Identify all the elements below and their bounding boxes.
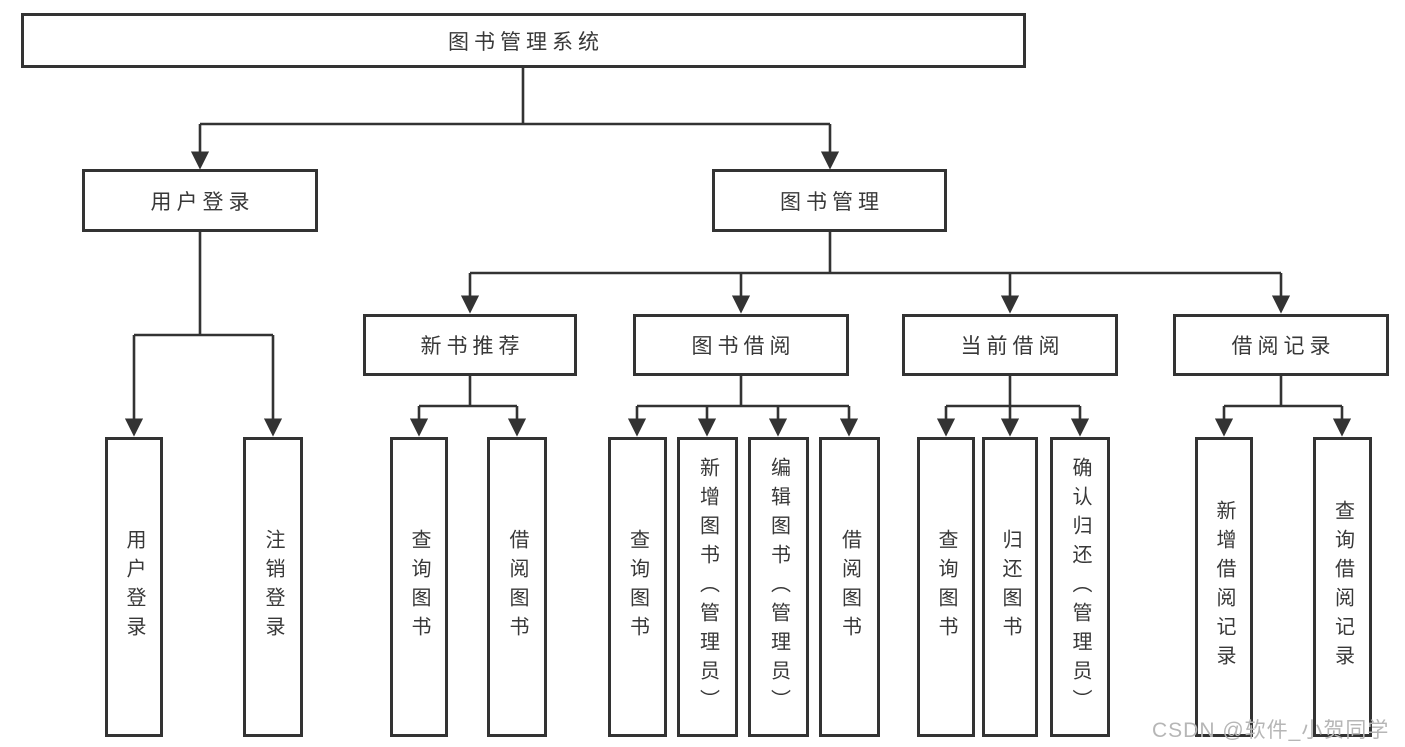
node-book-borrow: 图书借阅 — [633, 314, 849, 376]
leaf-add-book-admin: 新增图书（管理员） — [677, 437, 738, 737]
leaf-borrow-books: 借阅图书 — [819, 437, 880, 737]
node-book-management: 图书管理 — [712, 169, 947, 232]
node-borrow-records: 借阅记录 — [1173, 314, 1389, 376]
leaf-edit-book-admin: 编辑图书（管理员） — [748, 437, 809, 737]
csdn-watermark: CSDN @软件_小贺同学 — [1152, 719, 1390, 742]
leaf-query-borrow-record: 查询借阅记录 — [1313, 437, 1372, 737]
leaf-logout: 注销登录 — [243, 437, 303, 737]
node-new-book-recommend: 新书推荐 — [363, 314, 577, 376]
leaf-confirm-return-admin: 确认归还（管理员） — [1050, 437, 1110, 737]
node-root: 图书管理系统 — [21, 13, 1026, 68]
node-current-borrow: 当前借阅 — [902, 314, 1118, 376]
leaf-query-books-recommend: 查询图书 — [390, 437, 448, 737]
leaf-user-login: 用户登录 — [105, 437, 163, 737]
leaf-query-books-current: 查询图书 — [917, 437, 975, 737]
leaf-add-borrow-record: 新增借阅记录 — [1195, 437, 1253, 737]
leaf-return-books: 归还图书 — [982, 437, 1038, 737]
leaf-query-books-borrow: 查询图书 — [608, 437, 667, 737]
node-user-login: 用户登录 — [82, 169, 318, 232]
leaf-borrow-books-recommend: 借阅图书 — [487, 437, 547, 737]
